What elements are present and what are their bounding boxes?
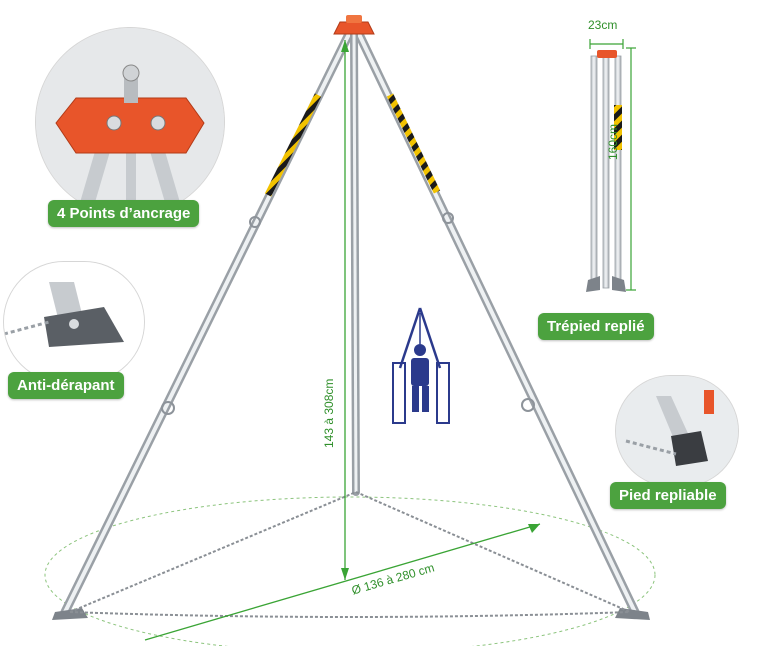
- right-foot: [615, 608, 650, 620]
- base-diameter-ellipse: [44, 496, 656, 651]
- tripod-legs: [52, 27, 650, 620]
- left-foot: [52, 608, 88, 620]
- head-closeup: [36, 28, 224, 216]
- folded-tripod-badge: Trépied replié: [538, 313, 654, 340]
- folding-foot-badge: Pied repliable: [610, 482, 726, 509]
- diameter-dimension: [144, 523, 541, 641]
- height-dimension: [341, 40, 349, 580]
- worker-harness-icon: [392, 307, 450, 424]
- folded-width-label: 23cm: [588, 18, 618, 32]
- tripod-head: [333, 15, 375, 35]
- anti-slip-closeup: [4, 262, 144, 382]
- anchor-points-badge: 4 Points d’ancrage: [48, 200, 200, 227]
- anti-slip-badge: Anti-dérapant: [8, 372, 124, 399]
- base-chains: [69, 491, 631, 618]
- folded-height-label: 160cm: [606, 123, 620, 160]
- folding-foot-closeup: [616, 376, 738, 486]
- folded-tripod: [586, 39, 636, 292]
- height-range-label: 143 à 308cm: [322, 378, 336, 448]
